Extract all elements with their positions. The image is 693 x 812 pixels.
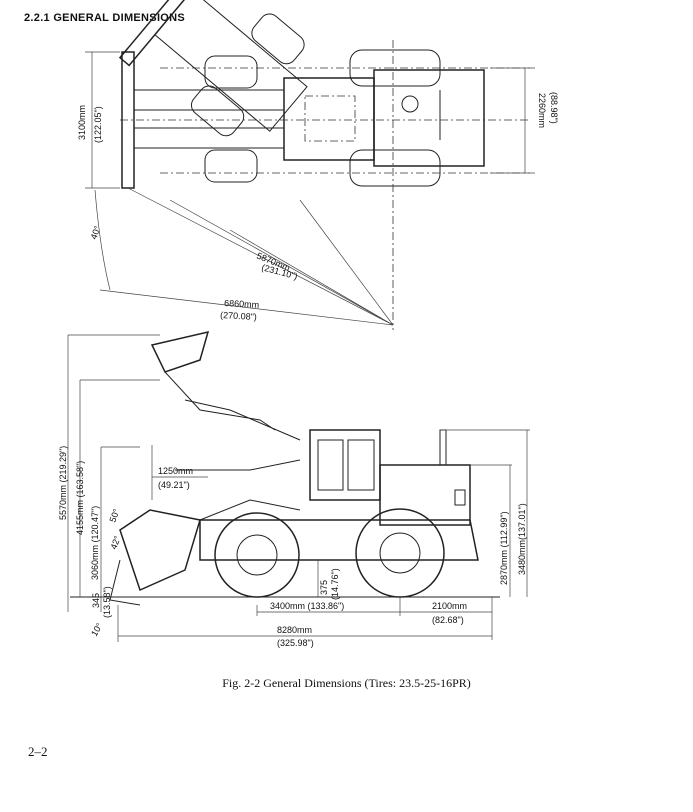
dim-3100: 3100mm	[77, 105, 87, 140]
angle-50: 50°	[107, 507, 121, 524]
dim-2100: 2100mm	[432, 601, 467, 611]
angle-10: 10°	[89, 621, 105, 638]
dim-3060: 3060mm (120.47")	[90, 506, 100, 580]
dim-3100-in: (122.05")	[93, 106, 103, 143]
dim-1250: 1250mm	[158, 466, 193, 476]
dim-2260-in: (88.98")	[549, 92, 559, 124]
dim-3480: 3480mm(137.01")	[517, 503, 527, 575]
dim-8280-in: (325.98")	[277, 638, 314, 648]
top-view-labels: 3100mm (122.05") 2260mm (88.98") 40° 587…	[77, 92, 559, 322]
dim-2100-in: (82.68")	[432, 615, 464, 625]
dim-3400: 3400mm (133.86")	[270, 601, 344, 611]
angle-42: 42°	[108, 534, 122, 551]
dim-345: 345	[91, 593, 101, 608]
dim-6860-in: (270.08")	[220, 310, 257, 322]
page-number: 2–2	[28, 744, 48, 759]
dim-1250-in: (49.21")	[158, 480, 190, 490]
side-view-drawing	[67, 330, 530, 642]
top-view-drawing	[85, 0, 535, 330]
dim-4155: 4155mm (163.58")	[75, 461, 85, 535]
dim-375-in: (14.76")	[330, 568, 340, 600]
dim-345-in: (13.58")	[102, 586, 112, 618]
dim-6860: 6860mm	[224, 298, 259, 310]
dim-8280: 8280mm	[277, 625, 312, 635]
figure-caption: Fig. 2-2 General Dimensions (Tires: 23.5…	[222, 676, 471, 690]
dim-2870: 2870mm (112.99")	[499, 511, 509, 585]
side-view-labels: 5570mm (219.29") 4155mm (163.58") 3060mm…	[58, 446, 527, 648]
dim-2260: 2260mm	[537, 93, 547, 128]
dim-375: 375	[319, 580, 329, 595]
dim-5570: 5570mm (219.29")	[58, 446, 68, 520]
angle-40: 40°	[88, 224, 102, 241]
section-title: 2.2.1 GENERAL DIMENSIONS	[24, 12, 186, 24]
